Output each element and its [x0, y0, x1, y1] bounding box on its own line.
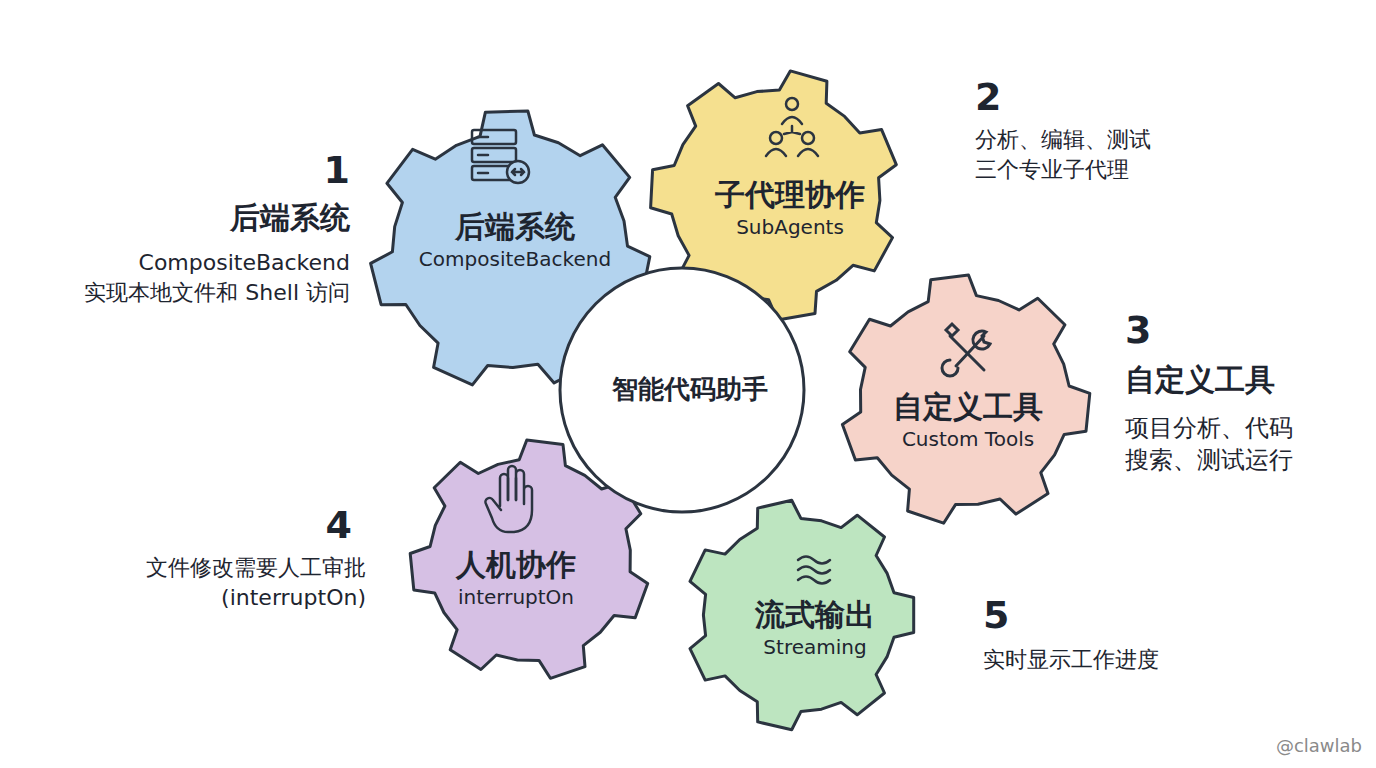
callout-number: 1: [324, 145, 350, 196]
watermark: @clawlab: [1276, 734, 1362, 758]
callout-number: 2: [975, 72, 1001, 123]
callout-title: 后端系统: [230, 198, 350, 239]
gear-shape: [690, 500, 914, 729]
callout-note: 项目分析、代码 搜索、测试运行: [1125, 412, 1303, 477]
hand-icon: [485, 466, 532, 532]
gear-title: 子代理协作: [715, 176, 865, 214]
callout-note: 实时显示工作进度: [983, 645, 1159, 675]
gear-text: 自定义工具Custom Tools: [893, 388, 1043, 452]
gear-subtitle: SubAgents: [715, 214, 865, 240]
callout-number: 4: [326, 500, 352, 551]
gear-text: 后端系统CompositeBackend: [419, 208, 611, 272]
gear-title: 流式输出: [755, 596, 875, 634]
team-icon: [766, 98, 818, 156]
callout-note: 文件修改需要人工审批 (interruptOn): [134, 553, 366, 612]
gear-text: 流式输出Streaming: [755, 596, 875, 660]
gear-subtitle: CompositeBackend: [419, 246, 611, 272]
gear-text: 子代理协作SubAgents: [715, 176, 865, 240]
center-hub: [560, 268, 804, 512]
gear-text: 人机协作interruptOn: [456, 546, 576, 610]
callout-number: 5: [983, 590, 1009, 641]
gear-subtitle: Custom Tools: [893, 426, 1043, 452]
gear-shape: [842, 275, 1089, 523]
gear-piece: 流式输出Streaming: [679, 494, 921, 736]
wave-icon: [798, 557, 830, 584]
callout-note: CompositeBackend 实现本地文件和 Shell 访问: [5, 248, 350, 307]
callout-note: 分析、编辑、测试 三个专业子代理: [975, 125, 1175, 184]
gear-title: 后端系统: [419, 208, 611, 246]
callout-title: 自定义工具: [1125, 360, 1275, 401]
gear-subtitle: interruptOn: [456, 584, 576, 610]
center-title: 智能代码助手: [612, 372, 768, 407]
gear-subtitle: Streaming: [755, 634, 875, 660]
gear-title: 人机协作: [456, 546, 576, 584]
server-icon: [472, 130, 529, 183]
gear-title: 自定义工具: [893, 388, 1043, 426]
tools-icon: [942, 324, 990, 376]
gear-piece: 自定义工具Custom Tools: [834, 269, 1096, 531]
callout-number: 3: [1125, 305, 1151, 356]
